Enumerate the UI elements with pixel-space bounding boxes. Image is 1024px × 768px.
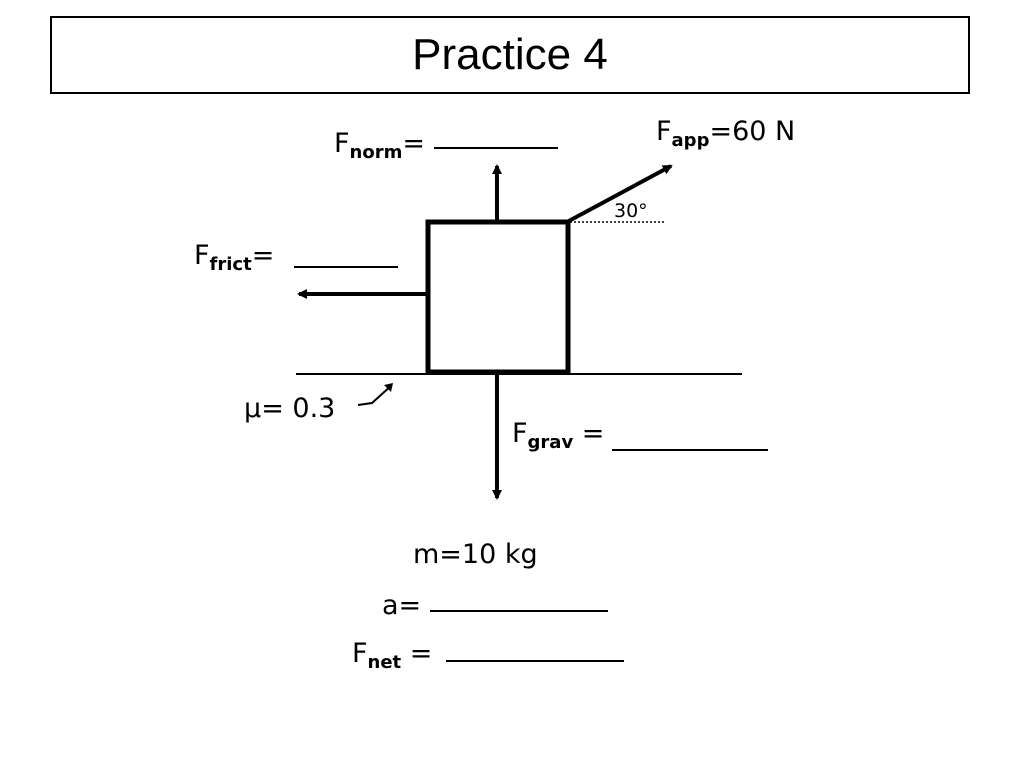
angle-label: 30°	[614, 200, 648, 222]
mu-label: μ= 0.3	[244, 393, 335, 424]
gravity-force-label: Fgrav =	[512, 418, 604, 453]
net-force-label: Fnet =	[352, 638, 432, 673]
friction-force-label: Ffrict=	[194, 240, 274, 275]
mass-label: m=10 kg	[413, 539, 538, 570]
mu-pointer-arrowhead	[384, 383, 393, 392]
slide-title: Practice 4	[412, 30, 608, 79]
normal-force-label: Fnorm=	[334, 128, 425, 163]
block	[425, 219, 571, 375]
acceleration-label: a=	[382, 590, 421, 621]
title-box: Practice 4	[50, 16, 970, 94]
applied-force-label: Fapp=60 N	[656, 116, 795, 151]
applied-force-arrow	[566, 164, 673, 224]
mu-pointer-arrow	[357, 384, 393, 406]
